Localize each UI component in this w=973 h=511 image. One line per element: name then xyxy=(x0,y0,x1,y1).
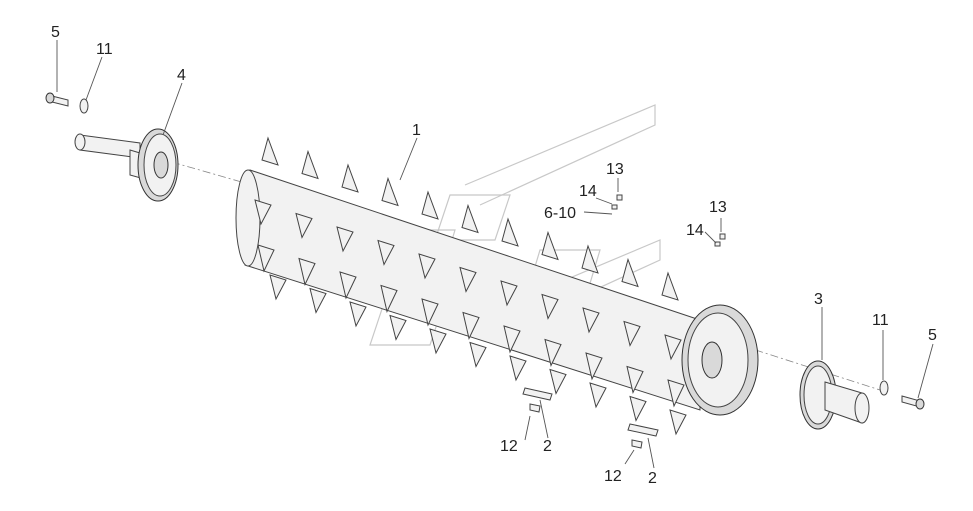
callout-1: 1 xyxy=(412,122,421,139)
left-bolt-washer xyxy=(45,92,89,114)
tine xyxy=(336,226,354,253)
callout-12-right: 12 xyxy=(604,468,622,485)
tine xyxy=(623,320,641,347)
callout-5-right: 5 xyxy=(928,327,937,344)
tine xyxy=(544,338,562,368)
right-bolt-washer xyxy=(879,380,925,410)
callout-13-upper: 13 xyxy=(606,161,624,178)
callout-2-right: 2 xyxy=(648,470,657,487)
right-stub-shaft xyxy=(799,360,870,430)
tine xyxy=(469,341,487,368)
callout-2-left: 2 xyxy=(543,438,552,455)
tine xyxy=(295,212,313,239)
tine xyxy=(459,266,477,293)
leader-lines xyxy=(56,40,934,469)
tine xyxy=(418,253,436,280)
tine xyxy=(501,217,519,247)
tine xyxy=(629,395,647,422)
tine xyxy=(389,314,407,341)
tine xyxy=(421,190,439,220)
tine xyxy=(500,280,518,307)
tine xyxy=(381,176,399,207)
tine xyxy=(509,355,527,382)
tine xyxy=(349,301,367,328)
tine xyxy=(664,334,682,361)
tine xyxy=(541,293,559,320)
tine xyxy=(377,239,395,266)
tine xyxy=(541,230,559,261)
drum-tines xyxy=(254,136,687,436)
tine xyxy=(339,271,357,300)
drum-body xyxy=(235,169,759,416)
tine xyxy=(461,203,479,234)
tine xyxy=(581,244,599,274)
tine xyxy=(462,311,480,341)
callout-labels: 5 11 4 1 13 14 6-10 13 14 3 11 5 12 2 12… xyxy=(51,24,937,487)
callout-14-upper: 14 xyxy=(579,183,597,200)
left-stub-shaft xyxy=(74,128,179,202)
tine xyxy=(585,352,603,381)
tine xyxy=(582,307,600,334)
tine xyxy=(669,409,687,436)
tine xyxy=(503,325,521,354)
callout-11-left: 11 xyxy=(96,41,113,58)
tine xyxy=(380,284,398,314)
tine xyxy=(261,136,279,166)
callout-12-left: 12 xyxy=(500,438,518,455)
tine xyxy=(269,274,287,301)
callout-13-lower: 13 xyxy=(709,199,727,216)
tine xyxy=(298,257,316,287)
tine xyxy=(626,365,644,395)
callout-6-10: 6-10 xyxy=(544,205,576,222)
loose-tines xyxy=(522,387,659,449)
center-axis xyxy=(94,139,881,391)
tine xyxy=(549,368,567,395)
tine xyxy=(254,199,272,226)
callout-11-right: 11 xyxy=(872,312,889,329)
callout-4: 4 xyxy=(177,67,186,84)
callout-5-left: 5 xyxy=(51,24,60,41)
tine xyxy=(667,379,685,408)
tine xyxy=(309,287,327,314)
tine xyxy=(257,244,275,273)
tine xyxy=(421,298,439,327)
small-fasteners xyxy=(611,194,726,247)
tine xyxy=(301,149,319,180)
tine xyxy=(661,271,679,301)
tine xyxy=(589,382,607,409)
tine xyxy=(429,328,447,355)
tine xyxy=(341,163,359,193)
callout-3: 3 xyxy=(814,291,823,308)
callout-14-lower: 14 xyxy=(686,222,704,239)
tine xyxy=(621,257,639,288)
